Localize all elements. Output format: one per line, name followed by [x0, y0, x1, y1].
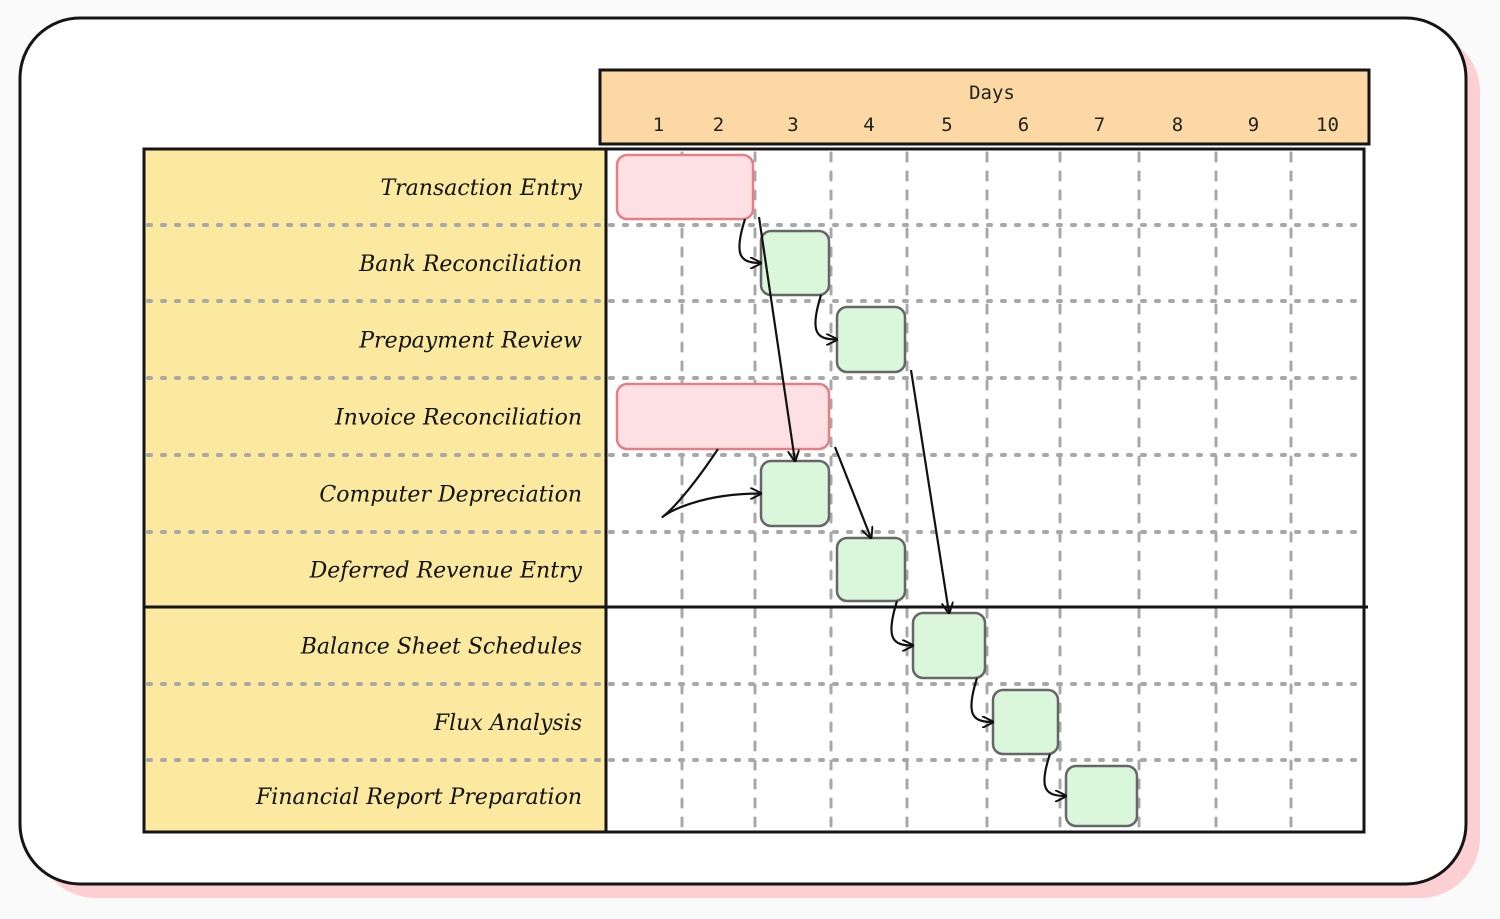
- task-label: Bank Reconciliation: [358, 252, 582, 277]
- task-bar-pending[interactable]: [615, 382, 831, 451]
- dependency-arrow: [890, 600, 913, 646]
- day-label: 8: [1172, 114, 1183, 136]
- task-label-panel: [142, 147, 608, 834]
- days-header: [598, 68, 1371, 146]
- task-label: Balance Sheet Schedules: [300, 635, 582, 660]
- dependency-arrow: [833, 446, 871, 538]
- day-label: 3: [787, 114, 798, 136]
- task-bar-ready[interactable]: [991, 688, 1060, 756]
- day-label: 5: [941, 114, 952, 136]
- task-label: Flux Analysis: [433, 711, 582, 736]
- task-label: Prepayment Review: [358, 329, 582, 354]
- task-bar-ready[interactable]: [759, 459, 831, 528]
- task-bar-ready[interactable]: [835, 536, 907, 603]
- task-bar-ready[interactable]: [759, 229, 831, 297]
- task-bar-ready[interactable]: [835, 305, 907, 374]
- day-label: 1: [653, 114, 664, 136]
- day-label: 6: [1018, 114, 1029, 136]
- task-label: Financial Report Preparation: [255, 785, 582, 810]
- dependency-arrow: [757, 216, 795, 461]
- task-bar-ready[interactable]: [1064, 764, 1139, 828]
- dependency-arrow: [970, 677, 993, 722]
- day-label: 10: [1316, 114, 1339, 136]
- dependency-arrow: [738, 218, 761, 263]
- header-title: Days: [969, 82, 1015, 104]
- day-label: 2: [713, 114, 724, 136]
- timeline-grid: [604, 147, 1366, 834]
- task-label: Deferred Revenue Entry: [309, 559, 583, 584]
- task-label: Transaction Entry: [380, 176, 582, 201]
- dependency-arrow: [1043, 753, 1066, 796]
- day-label: 7: [1094, 114, 1105, 136]
- day-label: 4: [863, 114, 874, 136]
- task-bar-ready[interactable]: [911, 611, 987, 680]
- task-label: Computer Depreciation: [319, 483, 582, 508]
- task-label: Invoice Reconciliation: [334, 406, 582, 431]
- dependency-arrow: [661, 448, 761, 518]
- task-bar-pending[interactable]: [615, 153, 755, 221]
- dependency-arrow: [909, 369, 949, 613]
- day-label: 9: [1248, 114, 1259, 136]
- dependency-arrow: [814, 294, 837, 340]
